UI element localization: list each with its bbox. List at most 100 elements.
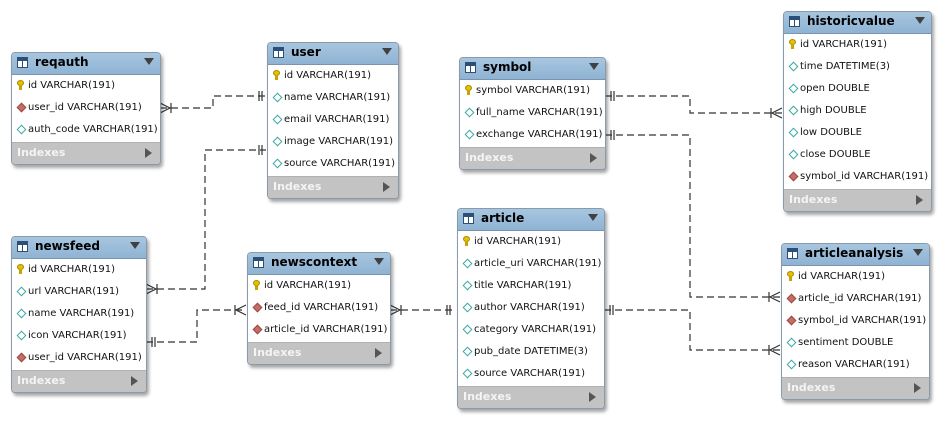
column-row[interactable]: open DOUBLE xyxy=(784,79,931,101)
column-row[interactable]: id VARCHAR(191) xyxy=(12,76,160,98)
indexes-section[interactable]: Indexes xyxy=(12,142,160,164)
table-header[interactable]: historicvalue xyxy=(784,12,931,34)
column-row[interactable]: full_name VARCHAR(191) xyxy=(460,103,605,125)
expand-arrow-icon[interactable] xyxy=(375,348,382,358)
column-icon xyxy=(462,324,473,335)
column-row[interactable]: id VARCHAR(191) xyxy=(458,232,604,254)
column-row[interactable]: icon VARCHAR(191) xyxy=(12,326,146,348)
column-label: close DOUBLE xyxy=(800,149,871,160)
table-header[interactable]: newsfeed xyxy=(12,237,146,259)
many-marker xyxy=(770,107,783,119)
indexes-section[interactable]: Indexes xyxy=(12,370,146,392)
table-icon xyxy=(17,241,28,252)
column-row[interactable]: sentiment DOUBLE xyxy=(782,333,929,355)
column-row[interactable]: article_id VARCHAR(191) xyxy=(248,320,390,342)
indexes-section[interactable]: Indexes xyxy=(782,377,929,399)
column-label: icon VARCHAR(191) xyxy=(28,330,127,341)
indexes-section[interactable]: Indexes xyxy=(248,342,390,364)
foreign-key-icon xyxy=(252,324,263,335)
one-marker xyxy=(258,91,263,101)
expand-arrow-icon[interactable] xyxy=(383,182,390,192)
expand-arrow-icon[interactable] xyxy=(131,376,138,386)
column-row[interactable]: close DOUBLE xyxy=(784,145,931,167)
column-row[interactable]: id VARCHAR(191) xyxy=(12,260,146,282)
column-label: image VARCHAR(191) xyxy=(284,136,393,147)
foreign-key-icon xyxy=(252,302,263,313)
column-row[interactable]: pub_date DATETIME(3) xyxy=(458,342,604,364)
column-row[interactable]: exchange VARCHAR(191) xyxy=(460,125,605,147)
column-label: id VARCHAR(191) xyxy=(474,236,561,247)
indexes-section[interactable]: Indexes xyxy=(784,189,931,211)
expand-arrow-icon[interactable] xyxy=(145,148,152,158)
column-row[interactable]: symbol VARCHAR(191) xyxy=(460,81,605,103)
column-row[interactable]: category VARCHAR(191) xyxy=(458,320,604,342)
collapse-arrow-icon[interactable] xyxy=(130,242,140,249)
column-row[interactable]: id VARCHAR(191) xyxy=(248,276,390,298)
column-row[interactable]: auth_code VARCHAR(191) xyxy=(12,120,160,142)
column-icon xyxy=(786,359,797,370)
expand-arrow-icon[interactable] xyxy=(914,383,921,393)
table-reqauth[interactable]: reqauth id VARCHAR(191) user_id VARCHAR(19… xyxy=(11,52,161,165)
foreign-key-icon xyxy=(786,315,797,326)
link-reqauth-user xyxy=(160,95,266,109)
table-article[interactable]: article id VARCHAR(191) article_uri VARCHA… xyxy=(457,208,605,409)
column-row[interactable]: symbol_id VARCHAR(191) xyxy=(782,311,929,333)
table-newscontext[interactable]: newscontext id VARCHAR(191) feed_id VARCHA… xyxy=(247,252,391,365)
column-icon xyxy=(462,280,473,291)
column-row[interactable]: reason VARCHAR(191) xyxy=(782,355,929,377)
column-icon xyxy=(788,105,799,116)
column-row[interactable]: user_id VARCHAR(191) xyxy=(12,98,160,120)
collapse-arrow-icon[interactable] xyxy=(374,258,384,265)
expand-arrow-icon[interactable] xyxy=(916,195,923,205)
collapse-arrow-icon[interactable] xyxy=(144,58,154,65)
foreign-key-icon xyxy=(786,293,797,304)
column-row[interactable]: feed_id VARCHAR(191) xyxy=(248,298,390,320)
column-row[interactable]: article_id VARCHAR(191) xyxy=(782,289,929,311)
expand-arrow-icon[interactable] xyxy=(590,153,597,163)
column-row[interactable]: id VARCHAR(191) xyxy=(784,35,931,57)
column-row[interactable]: source VARCHAR(191) xyxy=(268,154,398,176)
table-header[interactable]: reqauth xyxy=(12,53,160,75)
link-symbol-historicvalue xyxy=(605,95,782,114)
collapse-arrow-icon[interactable] xyxy=(915,17,925,24)
table-header[interactable]: symbol xyxy=(460,58,605,80)
collapse-arrow-icon[interactable] xyxy=(589,63,599,70)
expand-arrow-icon[interactable] xyxy=(589,392,596,402)
column-row[interactable]: article_uri VARCHAR(191) xyxy=(458,254,604,276)
column-label: id VARCHAR(191) xyxy=(264,280,351,291)
column-row[interactable]: symbol_id VARCHAR(191) xyxy=(784,167,931,189)
column-row[interactable]: author VARCHAR(191) xyxy=(458,298,604,320)
column-row[interactable]: id VARCHAR(191) xyxy=(782,267,929,289)
column-row[interactable]: name VARCHAR(191) xyxy=(12,304,146,326)
column-row[interactable]: high DOUBLE xyxy=(784,101,931,123)
column-row[interactable]: image VARCHAR(191) xyxy=(268,132,398,154)
indexes-section[interactable]: Indexes xyxy=(458,386,604,408)
table-header[interactable]: newscontext xyxy=(248,253,390,275)
column-row[interactable]: url VARCHAR(191) xyxy=(12,282,146,304)
collapse-arrow-icon[interactable] xyxy=(913,249,923,256)
column-label: source VARCHAR(191) xyxy=(474,368,586,379)
table-header[interactable]: articleanalysis xyxy=(782,244,929,266)
table-header[interactable]: user xyxy=(268,43,398,65)
collapse-arrow-icon[interactable] xyxy=(382,48,392,55)
column-label: id VARCHAR(191) xyxy=(28,80,115,91)
indexes-section[interactable]: Indexes xyxy=(268,176,398,198)
column-row[interactable]: id VARCHAR(191) xyxy=(268,66,398,88)
collapse-arrow-icon[interactable] xyxy=(588,214,598,221)
column-row[interactable]: source VARCHAR(191) xyxy=(458,364,604,386)
column-row[interactable]: low DOUBLE xyxy=(784,123,931,145)
column-row[interactable]: email VARCHAR(191) xyxy=(268,110,398,132)
table-icon xyxy=(253,257,264,268)
table-header[interactable]: article xyxy=(458,209,604,231)
column-row[interactable]: name VARCHAR(191) xyxy=(268,88,398,110)
indexes-section[interactable]: Indexes xyxy=(460,147,605,169)
column-row[interactable]: time DATETIME(3) xyxy=(784,57,931,79)
column-row[interactable]: title VARCHAR(191) xyxy=(458,276,604,298)
column-row[interactable]: user_id VARCHAR(191) xyxy=(12,348,146,370)
